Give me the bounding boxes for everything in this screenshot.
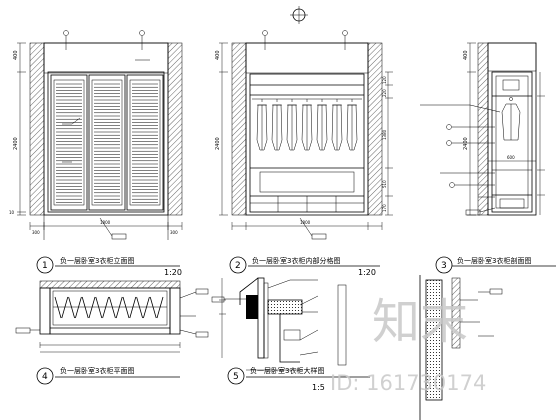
garment (346, 104, 358, 151)
plan-hanger (156, 296, 164, 319)
hanger (347, 99, 357, 106)
v2-dim-r1: 120 (382, 76, 387, 84)
v4-hangers (54, 296, 164, 319)
garment (316, 104, 328, 151)
view3-section: 400 2400 600 (420, 42, 545, 216)
v1-door-right (126, 74, 164, 211)
view5-detail (211, 277, 319, 371)
view-titles: 1 负一层卧室3衣柜立面图 1:20 2 负一层卧室3衣柜内部分格图 1:20 … (36, 256, 556, 392)
view1-title-text: 负一层卧室3衣柜立面图 (60, 256, 134, 265)
view4-plan (15, 280, 209, 353)
v1-door-mid (88, 74, 126, 211)
hanger (302, 99, 312, 106)
garment (331, 104, 343, 151)
garment (286, 104, 298, 151)
watermark: 知末 ID: 161730174 (330, 294, 486, 395)
plan-hanger (75, 296, 82, 319)
v3-garment (501, 103, 521, 141)
v3-dim-top: 400 (463, 50, 469, 60)
hanger (257, 99, 267, 106)
v2-wall-left (231, 42, 247, 216)
v1-door-left (50, 74, 88, 211)
plan-hanger (102, 296, 109, 319)
v5-section (267, 299, 303, 315)
view2-scale: 1:20 (358, 268, 376, 277)
hanger (272, 99, 282, 106)
v4-frame (49, 287, 171, 335)
watermark-id: ID: 161730174 (330, 371, 486, 395)
view5-scale: 1:5 (312, 383, 325, 392)
v2-dim-r4: 510 (382, 180, 387, 188)
v2-dim-top: 400 (215, 50, 221, 60)
hanger (332, 99, 342, 106)
view5-number: 5 (233, 372, 239, 382)
view1-title: 1 负一层卧室3衣柜立面图 1:20 (36, 256, 182, 277)
v2-dim-r2: 220 (382, 89, 387, 97)
view2-title-text: 负一层卧室3衣柜内部分格图 (252, 256, 340, 265)
v3-frame (487, 42, 537, 216)
plan-hanger (54, 296, 62, 319)
plan-hanger (136, 296, 143, 319)
v2-dim-mid: 2400 (215, 137, 221, 150)
view2-title: 2 负一层卧室3衣柜内部分格图 1:20 (229, 256, 380, 277)
view4-title: 4 负一层卧室3衣柜平面图 (36, 366, 180, 385)
view1-elevation: 400 2400 10 300 1800 300 (9, 30, 183, 240)
v2-dim-r5: 170 (382, 204, 387, 212)
view2-interior: 400 2400 120 220 1380 510 170 1800 (215, 6, 393, 240)
view5-title-text: 负一层卧室3衣柜大样图 (250, 366, 324, 375)
view4-number: 4 (42, 372, 48, 382)
view1-number: 1 (42, 261, 48, 271)
v3-dim-mid: 2400 (463, 137, 469, 150)
hanger (317, 99, 327, 106)
hanger (287, 99, 297, 106)
plan-hanger (149, 296, 157, 319)
v1-dim-top: 400 (13, 50, 19, 60)
v2-wall-right (367, 42, 383, 216)
plan-hanger (68, 296, 75, 319)
plan-hanger (61, 296, 69, 319)
v2-garments (256, 99, 358, 151)
view3-number: 3 (441, 261, 447, 271)
view2-number: 2 (235, 261, 241, 271)
v1-dim-w-right: 300 (170, 230, 178, 235)
plan-hanger (109, 296, 116, 319)
partial-drawing (337, 275, 503, 420)
garment (271, 104, 283, 151)
view1-scale: 1:20 (164, 268, 182, 277)
plan-hanger (143, 296, 150, 319)
view3-title-text: 负一层卧室3衣柜剖面图 (457, 256, 531, 265)
view5-title: 5 负一层卧室3衣柜大样图 1:5 (227, 366, 370, 392)
plan-hanger (95, 296, 103, 319)
v1-dim-mid: 2400 (13, 137, 19, 150)
v1-wall-left (29, 42, 45, 216)
v1-top-panel (43, 42, 169, 74)
v1-louvers (56, 83, 158, 203)
plan-hanger (129, 296, 137, 319)
v1-dim-w-mid: 1800 (100, 220, 111, 225)
plan-hanger (88, 296, 96, 319)
v3-dim-w: 600 (507, 155, 515, 160)
v2-dim-w: 1800 (300, 220, 311, 225)
plan-hanger (122, 296, 130, 319)
v1-wall-right (167, 42, 183, 216)
v5-wall-block (246, 295, 258, 319)
garment (301, 104, 313, 151)
view4-title-text: 负一层卧室3衣柜平面图 (60, 366, 134, 375)
v1-dim-bot: 10 (9, 210, 15, 215)
watermark-brand: 知末 (372, 294, 468, 350)
v2-dim-r3: 1380 (382, 129, 387, 140)
v1-door-frame (47, 71, 165, 213)
plan-hanger (115, 296, 123, 319)
plan-hanger (81, 296, 89, 319)
v1-dim-w-left: 300 (32, 230, 40, 235)
view3-title: 3 负一层卧室3衣柜剖面图 (435, 256, 556, 274)
garment (256, 104, 268, 151)
